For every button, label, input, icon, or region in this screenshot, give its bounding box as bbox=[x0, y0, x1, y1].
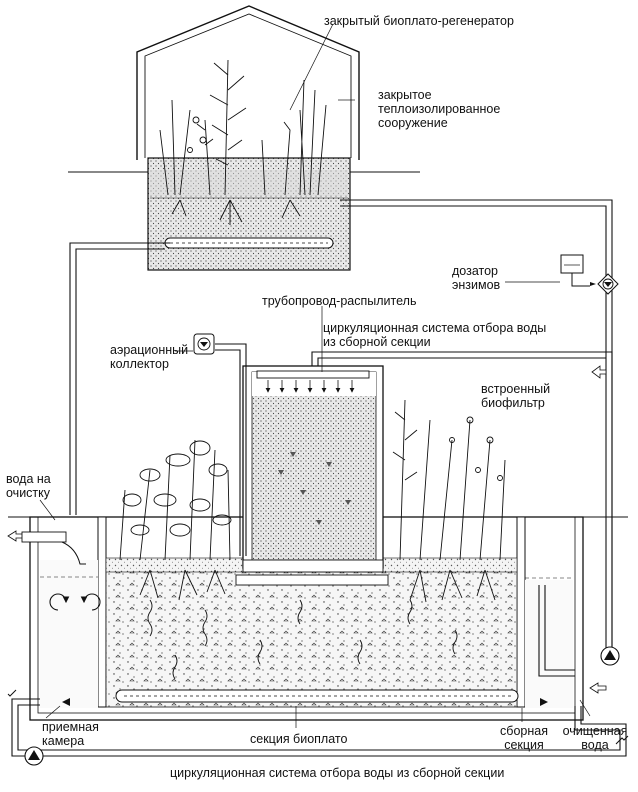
flow-arrow-icon bbox=[540, 698, 548, 706]
aeration-pipe bbox=[215, 343, 247, 556]
label-aeration-collector-1: аэрационный bbox=[110, 343, 189, 357]
receiving-chamber bbox=[40, 560, 98, 708]
label-cleaned-water-2: вода bbox=[581, 738, 609, 752]
label-closed-building-2: теплоизолированное bbox=[378, 102, 501, 116]
bioplato-section bbox=[105, 569, 518, 708]
label-collection-section-2: секция bbox=[504, 738, 544, 752]
spray-pipe bbox=[256, 370, 370, 379]
flow-arrow-icon bbox=[7, 689, 17, 697]
label-biofilter-2: биофильтр bbox=[481, 396, 545, 410]
label-water-in-2: очистку bbox=[6, 486, 51, 500]
valve-icon bbox=[193, 333, 215, 355]
pump-icon bbox=[24, 746, 44, 766]
label-biofilter-1: встроенный bbox=[481, 382, 551, 396]
flow-arrow-icon bbox=[589, 682, 607, 694]
label-closed-building-1: закрытое bbox=[378, 88, 432, 102]
label-bioplato-section: секция биоплато bbox=[250, 732, 348, 746]
label-aeration-collector-2: коллектор bbox=[110, 357, 169, 371]
plant-icon bbox=[159, 59, 327, 225]
enzyme-doser bbox=[560, 254, 584, 274]
label-circ-system-top-2: из сборной секции bbox=[323, 335, 431, 349]
circ-pipe-top bbox=[311, 351, 613, 650]
collection-section bbox=[525, 580, 573, 708]
circ-pipe-bottom bbox=[11, 698, 627, 757]
label-collection-section-1: сборная bbox=[500, 724, 548, 738]
label-cleaned-water-1: очищенная bbox=[562, 724, 628, 738]
label-enzyme-doser-1: дозатор bbox=[452, 264, 499, 278]
label-spray-pipeline: трубопровод-распылитель bbox=[262, 294, 417, 308]
flow-arrow-icon bbox=[62, 698, 70, 706]
plant-icon bbox=[119, 439, 232, 601]
flow-arrow-icon bbox=[615, 735, 629, 745]
label-water-in-1: вода на bbox=[6, 472, 51, 486]
label-circ-system-top-1: циркуляционная система отбора воды bbox=[323, 321, 547, 335]
label-enzyme-doser-2: энзимов bbox=[452, 278, 501, 292]
label-receiving-chamber-2: камера bbox=[42, 734, 85, 748]
label-closed-bioplato: закрытый биоплато-регенератор bbox=[324, 14, 514, 28]
flow-arrow-icon bbox=[591, 365, 607, 379]
valve-icon bbox=[597, 273, 619, 295]
label-receiving-chamber-1: приемная bbox=[42, 720, 99, 734]
pump-icon bbox=[600, 646, 620, 666]
label-closed-building-3: сооружение bbox=[378, 116, 448, 130]
label-circ-system-bottom: циркуляционная система отбора воды из сб… bbox=[170, 766, 505, 780]
greenhouse-icon bbox=[136, 5, 360, 160]
pipe-left-feed bbox=[69, 242, 170, 515]
plant-icon bbox=[392, 399, 506, 603]
